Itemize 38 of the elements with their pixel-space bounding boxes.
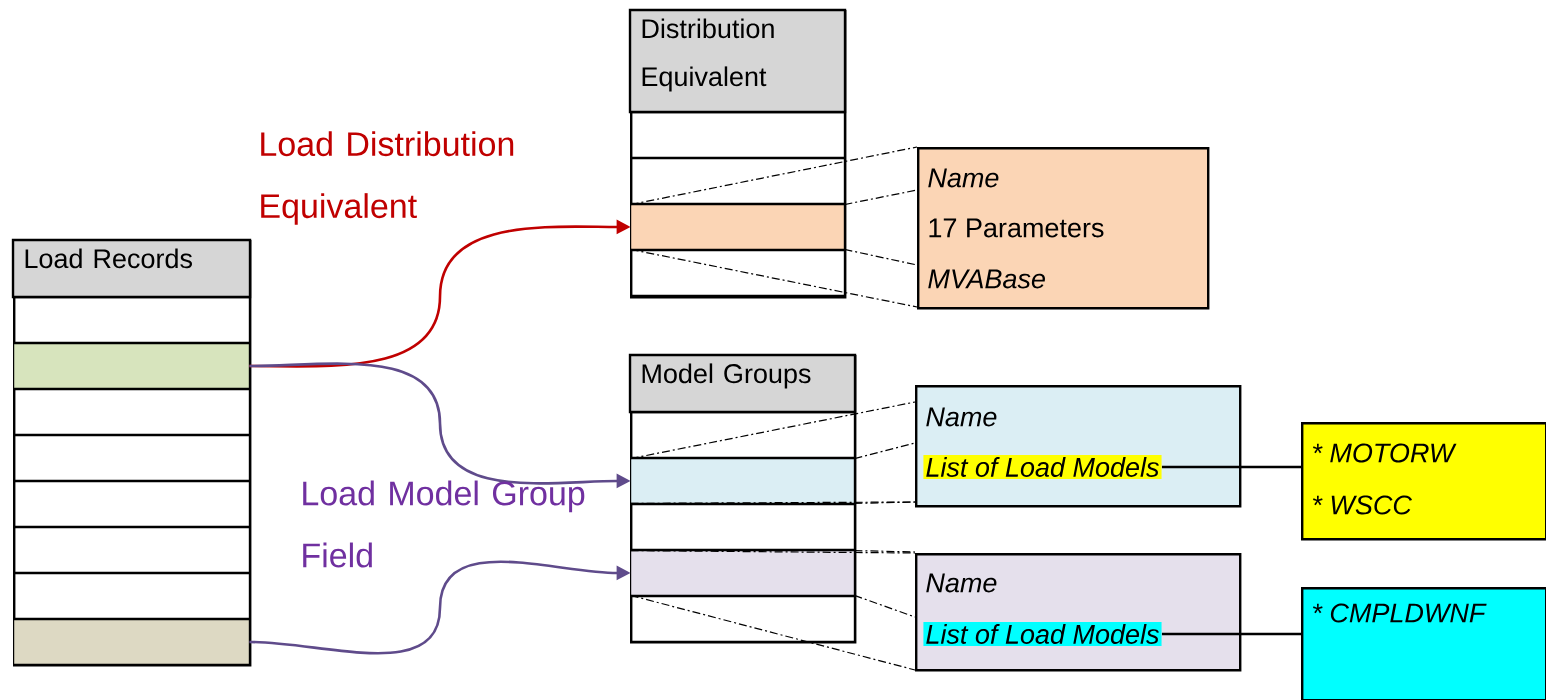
callout-line bbox=[853, 442, 916, 460]
table-row bbox=[13, 389, 250, 435]
table-row bbox=[13, 343, 250, 389]
table-row bbox=[630, 596, 855, 642]
detail-box: Name List of Load Models bbox=[915, 553, 1242, 672]
table-row bbox=[630, 504, 855, 550]
callout-line bbox=[630, 248, 918, 308]
table-row bbox=[13, 573, 250, 619]
callout-line bbox=[630, 550, 916, 554]
table-row bbox=[13, 527, 250, 573]
callout-line bbox=[853, 594, 916, 618]
connector-line bbox=[1161, 465, 1301, 469]
annotation-label: Load Distribution Equivalent bbox=[261, 131, 514, 225]
table-row bbox=[13, 435, 250, 481]
list-box: * MOTORW * WSCC bbox=[1301, 422, 1546, 541]
callout-line bbox=[630, 501, 916, 504]
annotation-label: Load Model Group Field bbox=[303, 480, 585, 568]
callout-line bbox=[853, 550, 916, 553]
list-box: * CMPLDWNF bbox=[1301, 587, 1546, 700]
table-row bbox=[630, 250, 845, 296]
table-row bbox=[630, 458, 855, 504]
callout-line bbox=[843, 189, 918, 206]
table-row bbox=[13, 297, 250, 343]
table-row bbox=[630, 204, 845, 250]
table: Distribution Equivalent bbox=[628, 8, 847, 299]
table-row bbox=[630, 112, 845, 158]
connector-line bbox=[1161, 632, 1301, 636]
callout-line bbox=[630, 146, 918, 206]
callout-line bbox=[630, 594, 916, 671]
callout-line bbox=[630, 401, 916, 460]
table-row bbox=[630, 550, 855, 596]
table-row bbox=[13, 481, 250, 527]
detail-box: Name List of Load Models bbox=[915, 385, 1242, 508]
table-row bbox=[630, 412, 855, 458]
table-row bbox=[13, 619, 250, 665]
table-row bbox=[630, 158, 845, 204]
callout-line bbox=[843, 248, 918, 266]
detail-box: Name 17 Parameters MVABase bbox=[917, 147, 1210, 310]
